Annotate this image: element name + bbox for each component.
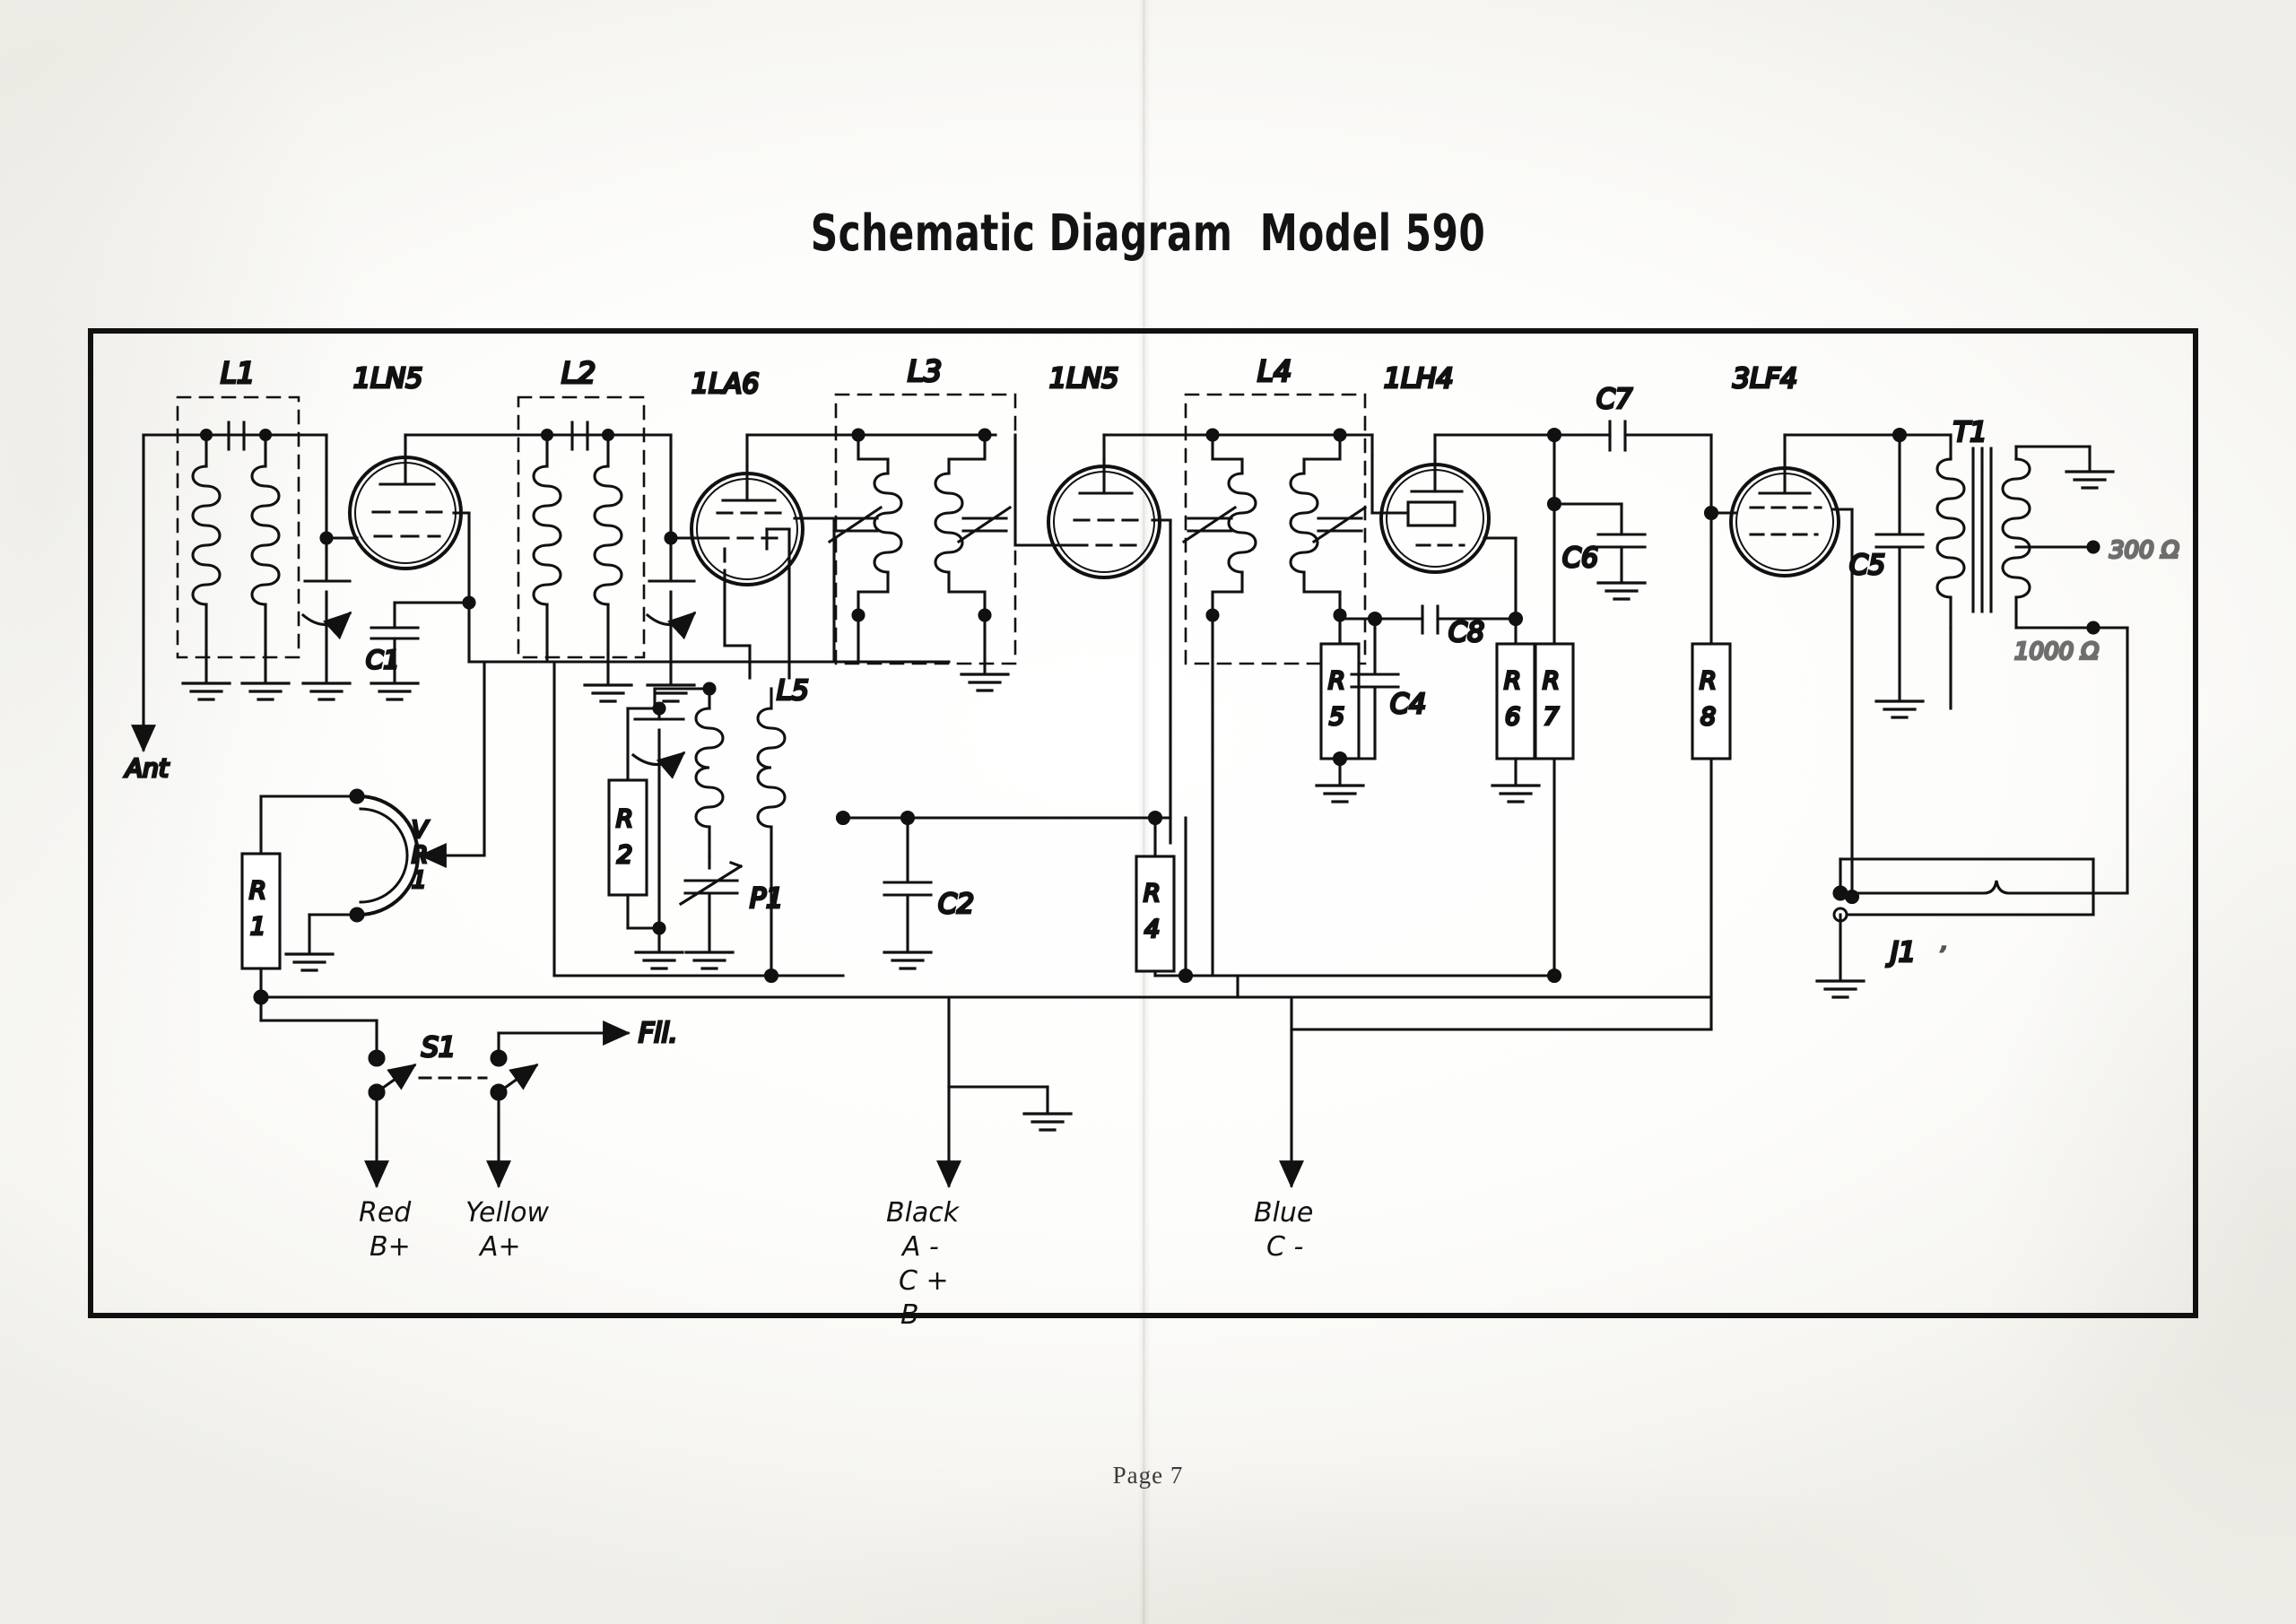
tube-v1-1ln5: 1LN5	[319, 361, 515, 664]
impedance-tap-300: 300 Ω	[2109, 537, 2179, 564]
terminal-blue-polarity: C -	[1266, 1231, 1303, 1263]
terminal-red-polarity: B+	[370, 1231, 411, 1263]
terminal-yellow-label: Yellow	[465, 1197, 550, 1229]
coil-label-l2: L2	[561, 356, 596, 390]
terminal-red-label: Red	[359, 1197, 412, 1229]
tube-v4-1lh4: 1LH4	[1344, 361, 1556, 627]
j1-tick: ʼ	[1940, 944, 1946, 967]
control-label-vr1-1: 1	[412, 867, 427, 894]
tuning-cap-v2	[645, 433, 697, 703]
bottom-terminal-labels: Red B+ Yellow A+ Black A - C + B- Blue C…	[359, 1197, 1313, 1331]
terminal-label-fil: Fil.	[639, 1018, 677, 1049]
tube-label-v2: 1LA6	[691, 369, 759, 400]
terminal-black-l3: B-	[900, 1299, 928, 1331]
resistor-label-r7-num: 7	[1544, 703, 1559, 731]
transformer-label-t1: T1	[1953, 417, 1987, 448]
cap-label-c7: C7	[1596, 384, 1632, 415]
section-oscillator-L5: L5 R 2 P1	[552, 660, 845, 984]
terminal-yellow-polarity: A+	[478, 1231, 521, 1263]
resistor-label-r7-top: R	[1543, 667, 1560, 695]
section-antenna-L1: Ant L1	[122, 354, 328, 785]
resistor-label-r2-num: 2	[617, 841, 632, 869]
tube-label-v4: 1LH4	[1384, 363, 1453, 395]
resistor-r1: R 1	[240, 795, 359, 1005]
resistor-label-r6-num: 6	[1505, 703, 1520, 731]
resistor-label-r8-top: R	[1700, 667, 1717, 695]
coil-label-l4: L4	[1257, 354, 1292, 388]
phone-jack-j1[interactable]: J1 ʼ	[1815, 857, 2095, 999]
cap-label-c2: C2	[938, 889, 974, 920]
resistor-label-r5-num: 5	[1329, 703, 1344, 731]
tuning-cap-v1	[300, 433, 352, 701]
page-footer: Page 7	[1112, 1462, 1184, 1489]
terminal-black-l2: C +	[899, 1265, 949, 1297]
resistor-label-r1-num: 1	[250, 913, 265, 941]
resistor-r6: R 6	[1491, 617, 1541, 803]
terminal-blue-label: Blue	[1254, 1197, 1313, 1229]
tube-label-v1: 1LN5	[353, 363, 422, 395]
control-label-p1: P1	[750, 883, 783, 915]
switch-s1[interactable]: S1 Fil.	[259, 995, 679, 1189]
page-title: Schematic Diagram Model 590	[810, 204, 1486, 263]
section-if2-L4: L4	[1181, 352, 1368, 977]
coupling-c7: C7	[1546, 382, 1713, 452]
resistor-label-r4-num: 4	[1144, 916, 1160, 943]
capacitor-c5: C5	[1848, 427, 1925, 719]
resistor-label-r6-top: R	[1504, 667, 1521, 695]
tube-label-v5: 3LF4	[1733, 363, 1797, 395]
cap-label-c4: C4	[1390, 689, 1426, 720]
capacitor-c4: C4	[1332, 617, 1428, 767]
lead-black	[936, 995, 1073, 1189]
resistor-r7: R 7	[1534, 433, 1575, 984]
coil-label-l1: L1	[221, 356, 255, 390]
resistor-label-r4-top: R	[1144, 880, 1161, 908]
resistor-r8: R 8	[1691, 433, 1732, 1031]
cap-label-c5: C5	[1849, 550, 1885, 581]
terminal-black-label: Black	[886, 1197, 961, 1229]
cap-label-c1: C1	[366, 645, 399, 674]
cap-label-c8: C8	[1448, 617, 1484, 648]
section-if1-L3: L3	[827, 352, 1017, 692]
tube-v5-3lf4: 3LF4	[1709, 361, 1901, 905]
capacitor-c2: C2	[883, 810, 976, 970]
capacitor-c1: C1	[364, 601, 471, 701]
tube-v2-1la6: 1LA6	[664, 367, 860, 680]
resistor-label-r8-num: 8	[1700, 703, 1716, 731]
terminal-black-l1: A -	[900, 1231, 939, 1263]
cap-label-c6: C6	[1562, 543, 1598, 574]
control-label-vr1-v: V	[412, 817, 430, 844]
transformer-t1: T1 300 Ω 1000 Ω	[1898, 415, 2180, 895]
resistor-label-r2-top: R	[616, 805, 633, 833]
control-label-vr1-r: R	[412, 842, 428, 869]
resistor-r5: R 5	[1315, 617, 1365, 803]
coil-label-l3: L3	[908, 354, 942, 388]
resistor-label-r5-top: R	[1328, 667, 1345, 695]
volume-control-vr1[interactable]: V R 1	[284, 660, 486, 972]
terminal-label-ant: Ant	[124, 753, 170, 783]
tube-v3-1ln5: 1LN5	[1013, 361, 1214, 845]
impedance-tap-1000: 1000 Ω	[2014, 638, 2099, 665]
control-label-j1: J1	[1886, 937, 1916, 968]
coil-label-l5: L5	[777, 675, 809, 707]
capacitor-c8: C8	[1338, 604, 1518, 650]
capacitor-c6: C6	[1546, 496, 1647, 601]
schematic-frame	[88, 328, 2198, 1318]
control-label-s1: S1	[422, 1032, 456, 1064]
resistor-r4: R 4	[1135, 810, 1239, 984]
section-rf-L2: L2	[467, 354, 951, 703]
resistor-label-r1-top: R	[249, 877, 266, 905]
tube-label-v3: 1LN5	[1049, 363, 1118, 395]
